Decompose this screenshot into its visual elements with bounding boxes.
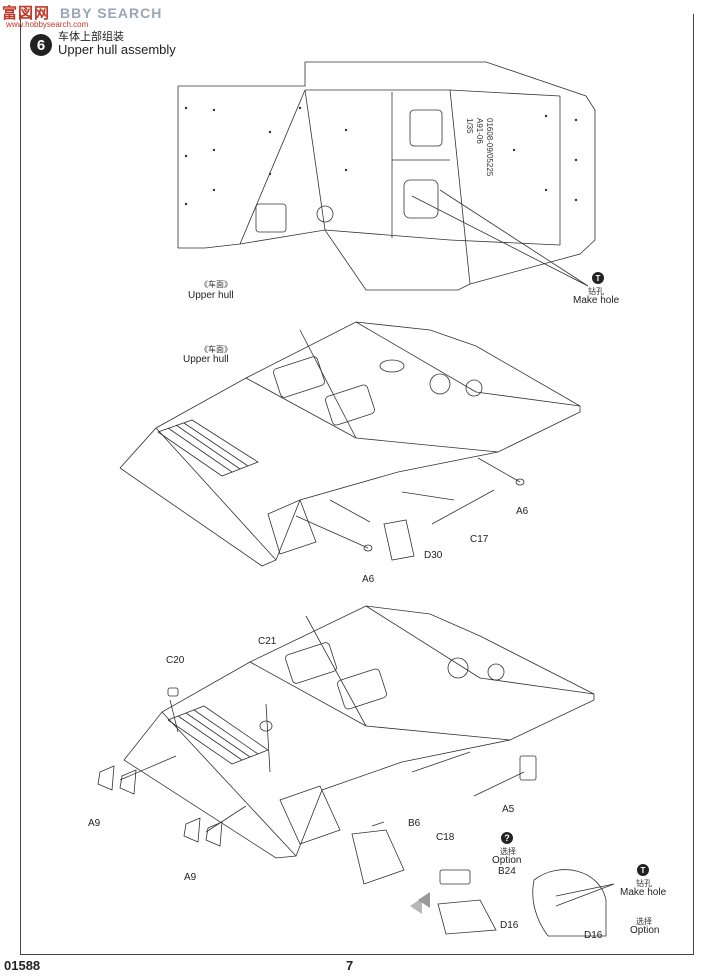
part-label-b6: B6 [408,818,421,829]
part-label-d30: D30 [424,550,443,561]
top-hull-label-cn: 《车面》 [200,280,232,289]
step-number-badge: 6 [30,34,52,56]
option-arrows [410,892,430,914]
option-label-cn: 选择 [500,847,516,856]
top-hull-outline [177,61,596,291]
option-label: Option [492,855,522,866]
option-icon: ? [501,832,513,844]
kit-code: 01588 [4,958,41,973]
drill-icon-bottom: T [637,864,649,876]
engraving-1: 1/35 [465,118,474,134]
part-label-a9-right: A9 [184,872,197,883]
bottom-make-hole-label: Make hole [620,887,667,898]
page-number: 7 [346,958,354,973]
option2-label: Option [630,925,660,936]
top-hull-label: Upper hull [188,290,234,301]
part-label-a5: A5 [502,804,515,815]
middle-hull-label-cn: 《车面》 [200,345,232,354]
watermark-search: BBY SEARCH [60,5,163,21]
part-label-b24: B24 [498,866,516,877]
drill-icon: T [592,272,604,284]
part-label-d16-center: D16 [500,920,519,931]
part-label-c20: C20 [166,655,185,666]
part-label-a6-left: A6 [362,574,375,585]
middle-hull-outline [119,321,581,567]
option2-label-cn: 选择 [636,917,652,926]
step-title: Upper hull assembly [58,42,176,57]
part-label-a9-left: A9 [88,818,101,829]
watermark-sub: www.hobbysearch.com [6,20,89,29]
part-label-c17: C17 [470,534,489,545]
part-label-c18: C18 [436,832,455,843]
part-label-c21: C21 [258,636,277,647]
part-label-d16-right: D16 [584,930,603,941]
part-label-a6-right: A6 [516,506,529,517]
watermark-logo: 富図网 [2,5,51,22]
engraving-2: A91-06 [475,118,484,144]
page-frame [20,14,694,955]
bottom-hull-outline [97,605,615,937]
middle-hull-label: Upper hull [183,354,229,365]
top-make-hole-cn: 钻孔 [588,287,604,296]
bottom-make-hole-cn: 钻孔 [636,879,652,888]
top-make-hole-label: Make hole [573,295,620,306]
engraving-3: 01608-09/05225 [485,118,494,177]
step-title-cn: 车体上部组装 [58,31,124,43]
